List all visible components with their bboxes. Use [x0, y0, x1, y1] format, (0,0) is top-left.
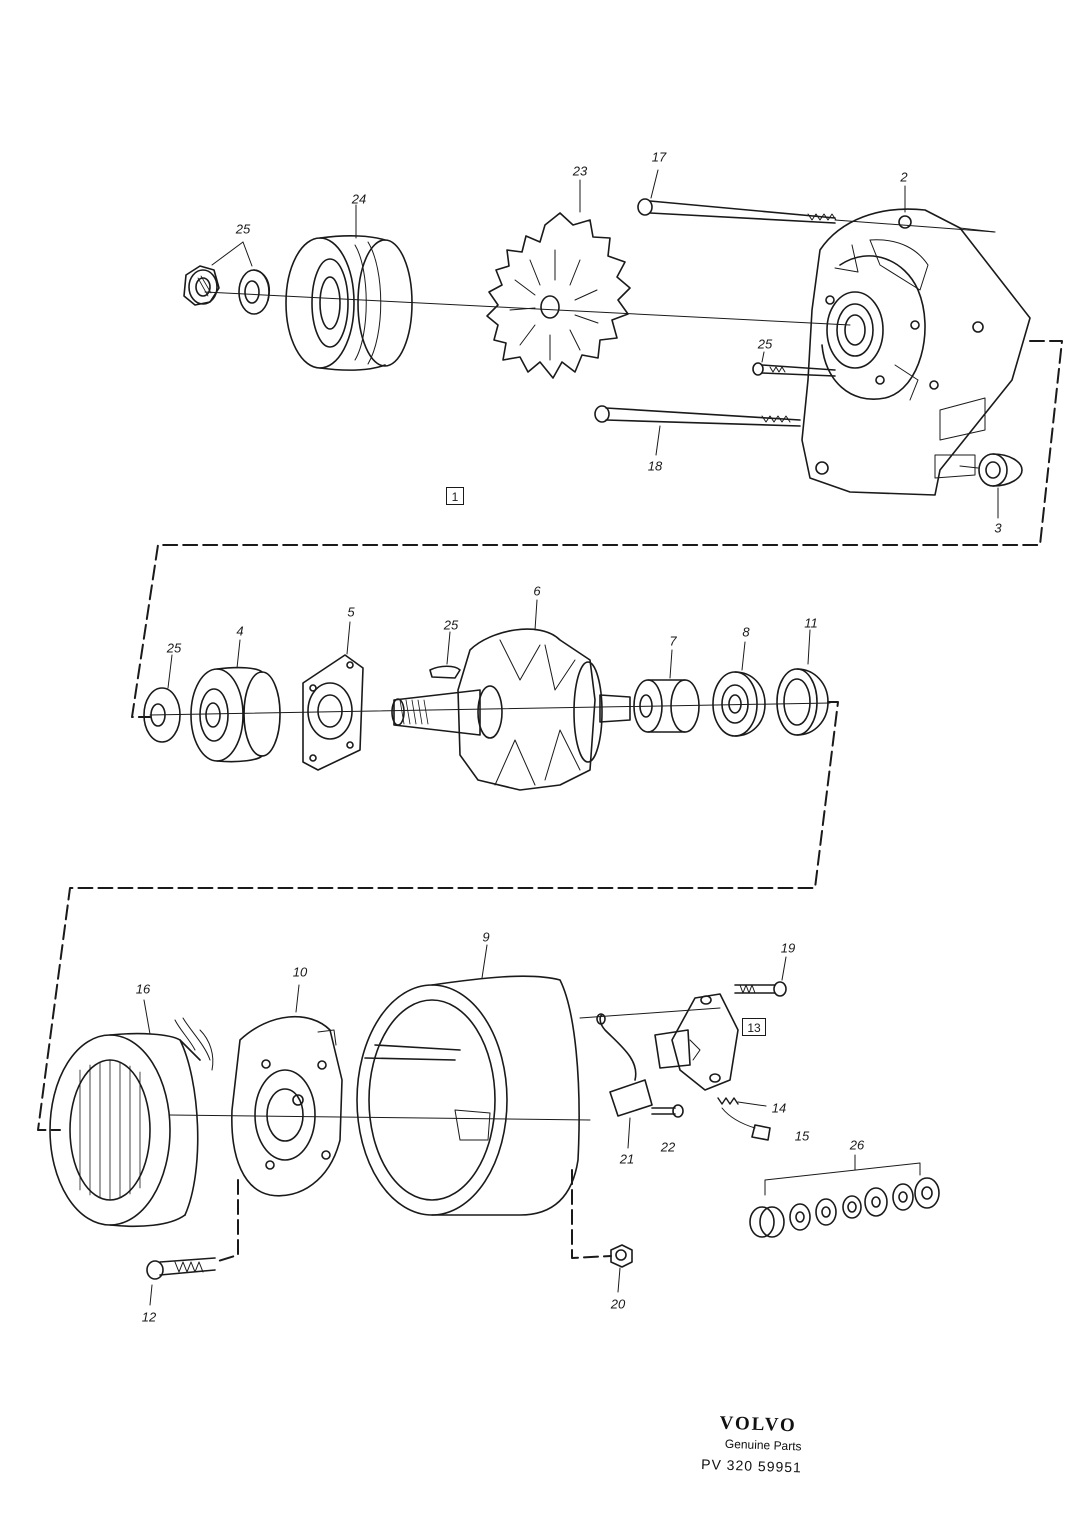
rotor-washer-part — [143, 687, 181, 743]
bushing-part — [959, 453, 1023, 487]
group-box-1: 1 — [446, 487, 464, 505]
short-bolt-part — [752, 362, 836, 377]
nut-part — [183, 265, 220, 306]
callout-10: 10 — [292, 964, 308, 980]
callout-12: 12 — [141, 1309, 157, 1325]
spring-part — [717, 1097, 739, 1105]
brand-tagline: Genuine Parts — [724, 1436, 802, 1454]
bearing-part — [190, 666, 281, 763]
rotor-part — [391, 628, 631, 791]
bottom-screw-part — [146, 1257, 216, 1280]
dashed-connector-1 — [131, 340, 1063, 718]
callout-20: 20 — [610, 1296, 626, 1312]
callout-15: 15 — [794, 1128, 810, 1144]
axis-line-row2 — [149, 702, 831, 716]
end-housing-part — [801, 208, 1031, 496]
callout-25-top: 25 — [235, 221, 251, 237]
callout-6: 6 — [533, 583, 541, 599]
callout-26: 26 — [849, 1137, 865, 1153]
brand-block: VOLVO Genuine Parts PV 320 59951 — [701, 1412, 804, 1476]
capacitor-part — [579, 1007, 721, 1117]
dashed-connector-2 — [37, 701, 839, 1131]
washer-part — [238, 269, 270, 315]
callout-8: 8 — [742, 624, 750, 640]
callout-24: 24 — [351, 191, 367, 207]
long-bolt-bottom-part — [594, 405, 801, 427]
callout-25-washer: 25 — [166, 640, 182, 656]
callout-17: 17 — [651, 149, 667, 165]
brush-part — [721, 1107, 771, 1141]
washer-kit-part — [749, 1154, 940, 1238]
dashed-connector-4 — [571, 1169, 612, 1259]
callout-19: 19 — [780, 940, 796, 956]
woodruff-key-part — [429, 665, 461, 679]
brush-holder-screw-part — [734, 981, 787, 997]
group-box-13: 13 — [742, 1018, 766, 1036]
callout-14: 14 — [771, 1100, 787, 1116]
pulley-part — [285, 235, 413, 371]
callout-16: 16 — [135, 981, 151, 997]
rectifier-part — [231, 1015, 343, 1197]
callout-5: 5 — [347, 604, 355, 620]
stator-part — [49, 1017, 214, 1228]
callout-3: 3 — [994, 520, 1002, 536]
brand-logo-text: VOLVO — [719, 1412, 798, 1437]
rear-housing-part — [169, 975, 591, 1216]
regulator-part — [654, 993, 739, 1091]
seal-ring-part — [776, 668, 829, 736]
callout-18: 18 — [647, 458, 663, 474]
dashed-connector-3 — [214, 1179, 239, 1263]
callout-22: 22 — [660, 1139, 676, 1155]
callout-23: 23 — [572, 163, 588, 179]
callout-2: 2 — [900, 169, 908, 185]
callout-7: 7 — [669, 633, 677, 649]
callout-4: 4 — [236, 623, 244, 639]
callout-25-key: 25 — [443, 617, 459, 633]
callout-9: 9 — [482, 929, 490, 945]
callout-25-bolt: 25 — [757, 336, 773, 352]
callout-21: 21 — [619, 1151, 635, 1167]
callout-11: 11 — [804, 615, 818, 631]
sleeve-part — [633, 679, 700, 733]
rear-bearing-part — [712, 671, 766, 737]
fan-part — [486, 212, 631, 379]
screw-part — [651, 1104, 684, 1118]
bottom-nut-part — [610, 1244, 633, 1268]
long-bolt-top-part — [637, 198, 996, 233]
bearing-plate-part — [302, 654, 364, 771]
